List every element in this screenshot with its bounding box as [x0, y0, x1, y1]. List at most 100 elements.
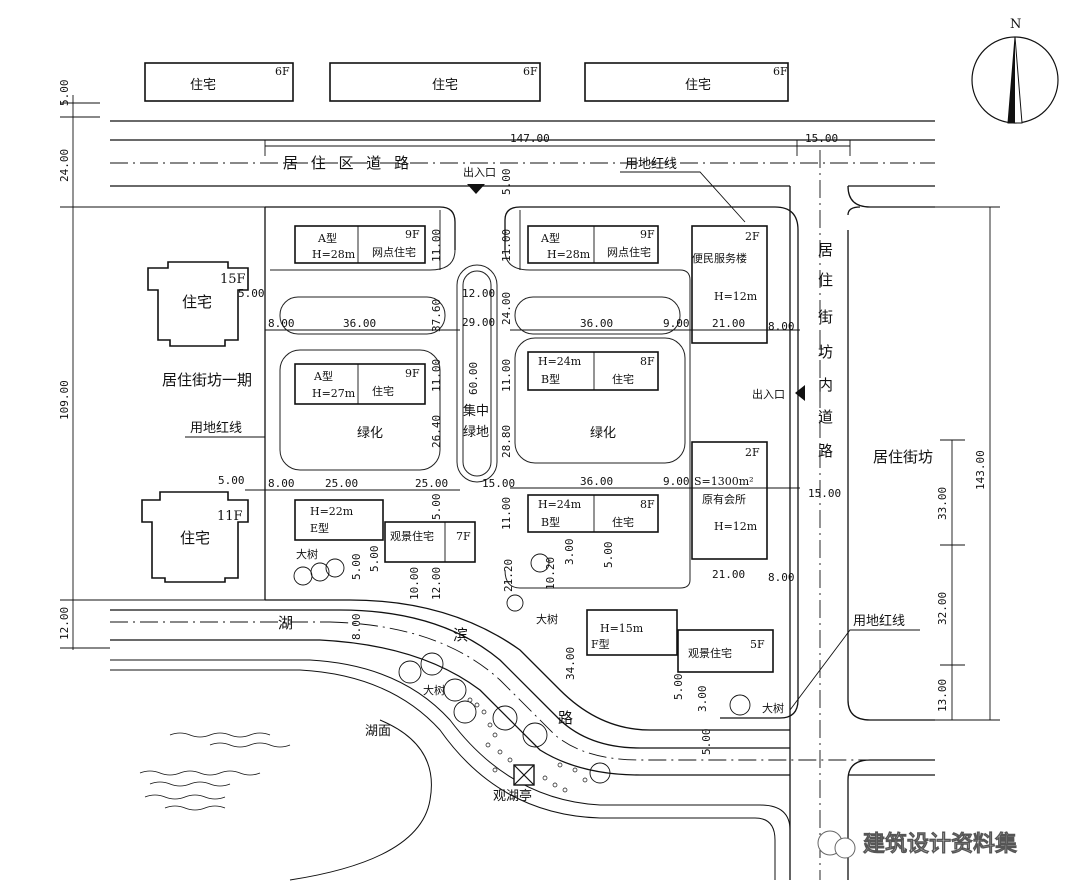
- svg-text:出入口: 出入口: [463, 165, 496, 179]
- svg-text:15F: 15F: [220, 272, 246, 287]
- watermark: 建筑设计资料集: [817, 830, 1018, 859]
- svg-text:6F: 6F: [773, 65, 788, 78]
- svg-text:10.20: 10.20: [544, 557, 557, 590]
- svg-text:36.00: 36.00: [580, 317, 613, 330]
- svg-text:网点住宅: 网点住宅: [607, 245, 651, 259]
- svg-text:8F: 8F: [640, 498, 655, 511]
- svg-text:21.20: 21.20: [502, 559, 515, 592]
- svg-text:便民服务楼: 便民服务楼: [692, 251, 747, 265]
- svg-text:29.00: 29.00: [462, 316, 495, 329]
- svg-text:5F: 5F: [750, 638, 765, 651]
- svg-text:H=22m: H=22m: [310, 505, 354, 518]
- svg-text:H=12m: H=12m: [714, 520, 758, 533]
- svg-text:观景住宅: 观景住宅: [390, 529, 434, 543]
- tree-label-1: 大树: [296, 547, 318, 561]
- tree-label-2: 大树: [536, 612, 558, 626]
- svg-text:147.00: 147.00: [510, 132, 550, 145]
- svg-text:12.00: 12.00: [462, 287, 495, 300]
- central-green-label-2: 绿地: [463, 425, 489, 440]
- svg-text:7F: 7F: [456, 530, 471, 543]
- svg-text:住: 住: [818, 271, 833, 289]
- lakeside-road: 湖 滨 路: [110, 609, 935, 776]
- building-a2: A型 H=28m 9F 网点住宅: [527, 225, 659, 264]
- svg-text:S=1300m²: S=1300m²: [694, 475, 754, 488]
- svg-text:25.00: 25.00: [325, 477, 358, 490]
- svg-text:住宅: 住宅: [180, 529, 210, 547]
- svg-text:住宅: 住宅: [685, 78, 711, 93]
- svg-text:用地红线: 用地红线: [853, 613, 905, 629]
- svg-text:H=24m: H=24m: [538, 498, 582, 511]
- left-dimensions: 5.00 24.00 109.00 12.00: [58, 80, 265, 650]
- svg-text:道: 道: [818, 408, 833, 426]
- svg-text:28.80: 28.80: [500, 425, 513, 458]
- green-label-2: 绿化: [590, 426, 616, 441]
- svg-text:8.00: 8.00: [268, 317, 295, 330]
- svg-text:坊: 坊: [818, 343, 833, 361]
- interior-dimensions: 5.00 8.00 36.00 37.60 12.00 29.00 24.00 …: [218, 210, 841, 755]
- svg-text:109.00: 109.00: [58, 380, 71, 420]
- svg-text:26.40: 26.40: [430, 415, 443, 448]
- svg-text:居 住 区 道 路: 居 住 区 道 路: [283, 154, 413, 172]
- svg-text:观景住宅: 观景住宅: [688, 646, 732, 660]
- svg-text:5.00: 5.00: [602, 542, 615, 569]
- svg-text:5.00: 5.00: [500, 169, 513, 196]
- svg-text:11F: 11F: [217, 509, 243, 524]
- residential-road: 居 住 区 道 路: [110, 120, 935, 187]
- svg-text:路: 路: [558, 709, 573, 727]
- building-a1: A型 H=28m 9F 网点住宅: [294, 225, 426, 264]
- tower-15f: 住宅 15F: [147, 261, 249, 347]
- district-internal-road: 居 住 街 坊 内 道 路: [789, 150, 935, 880]
- svg-text:32.00: 32.00: [936, 592, 949, 625]
- svg-text:住宅: 住宅: [190, 78, 216, 93]
- redline-label-right: 用地红线: [789, 613, 920, 711]
- svg-text:3.00: 3.00: [696, 686, 709, 713]
- central-green-label-1: 集中: [463, 403, 489, 419]
- svg-text:3.00: 3.00: [563, 539, 576, 566]
- redline-label-left: 用地红线: [185, 420, 265, 438]
- top-residence-3: 住宅 6F: [584, 62, 789, 102]
- svg-text:9F: 9F: [405, 367, 420, 380]
- svg-text:N: N: [1010, 17, 1021, 32]
- svg-text:8.00: 8.00: [268, 477, 295, 490]
- tree-label-4: 大树: [762, 701, 784, 715]
- svg-text:36.00: 36.00: [580, 475, 613, 488]
- svg-text:A型: A型: [313, 369, 333, 383]
- svg-text:9F: 9F: [640, 228, 655, 241]
- svg-text:25.00: 25.00: [415, 477, 448, 490]
- svg-text:15.00: 15.00: [808, 487, 841, 500]
- svg-text:11.00: 11.00: [500, 359, 513, 392]
- svg-text:2F: 2F: [745, 230, 760, 243]
- svg-text:9.00: 9.00: [663, 475, 690, 488]
- redline-label-top: 用地红线: [620, 156, 746, 223]
- svg-text:建筑设计资料集: 建筑设计资料集: [863, 831, 1018, 857]
- svg-text:住宅: 住宅: [372, 384, 394, 398]
- svg-text:11.00: 11.00: [430, 229, 443, 262]
- svg-text:143.00: 143.00: [974, 450, 987, 490]
- svg-text:5.00: 5.00: [218, 474, 245, 487]
- svg-text:9.00: 9.00: [663, 317, 690, 330]
- svg-text:网点住宅: 网点住宅: [372, 245, 416, 259]
- lake: 湖面: [110, 659, 791, 881]
- district-phase1-label: 居住街坊一期: [162, 371, 252, 389]
- svg-text:内: 内: [818, 376, 833, 394]
- svg-text:12.00: 12.00: [58, 607, 71, 640]
- svg-text:21.00: 21.00: [712, 317, 745, 330]
- building-view1: 观景住宅 7F: [384, 521, 476, 563]
- svg-text:11.00: 11.00: [500, 229, 513, 262]
- building-b2: H=24m B型 8F 住宅: [527, 494, 659, 533]
- svg-text:H=12m: H=12m: [714, 290, 758, 303]
- svg-text:13.00: 13.00: [936, 679, 949, 712]
- building-view2: 观景住宅 5F: [677, 629, 774, 673]
- svg-text:出入口: 出入口: [752, 387, 785, 401]
- svg-text:F型: F型: [591, 637, 610, 651]
- svg-text:15.00: 15.00: [805, 132, 838, 145]
- svg-text:H=24m: H=24m: [538, 355, 582, 368]
- lake-surface-label: 湖面: [365, 724, 391, 739]
- svg-text:21.00: 21.00: [712, 568, 745, 581]
- svg-text:8.00: 8.00: [768, 571, 795, 584]
- svg-text:5.00: 5.00: [58, 80, 71, 107]
- svg-text:街: 街: [818, 308, 833, 326]
- entrance-right: 出入口: [752, 385, 805, 401]
- svg-text:B型: B型: [541, 515, 560, 529]
